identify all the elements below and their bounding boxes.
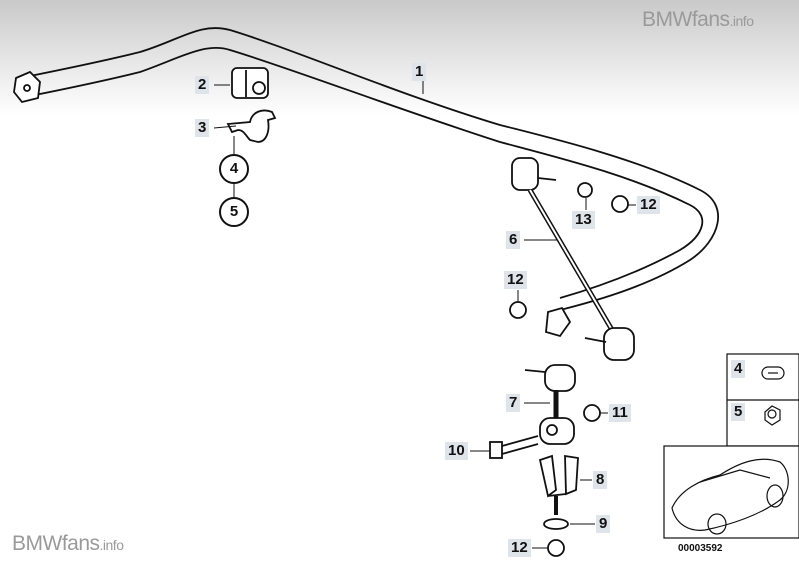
- washer: [577, 182, 593, 198]
- callout-5[interactable]: 5: [219, 197, 249, 227]
- bracket-clamp: [226, 109, 277, 143]
- hex-nut: [583, 404, 601, 422]
- callout-12[interactable]: 12: [637, 196, 660, 214]
- hex-nut: [611, 195, 629, 213]
- stabilizer-link-lower: [524, 364, 576, 445]
- watermark-suffix: .info: [729, 13, 754, 29]
- callout-10[interactable]: 10: [445, 442, 468, 460]
- callout-4[interactable]: 4: [219, 154, 249, 184]
- callout-3[interactable]: 3: [195, 119, 210, 137]
- callout-2[interactable]: 2: [195, 76, 210, 94]
- watermark-bottom: BMWfans.info: [12, 532, 124, 556]
- callout-1[interactable]: 1: [412, 63, 427, 81]
- hex-nut: [509, 301, 527, 319]
- callout-11[interactable]: 11: [609, 404, 631, 422]
- bracket: [538, 454, 579, 498]
- inset-panel: [663, 353, 799, 539]
- stabilizer-bar: [13, 27, 719, 338]
- watermark-brand: BMWfans: [12, 532, 100, 555]
- washer: [543, 518, 569, 530]
- callout-12[interactable]: 12: [504, 271, 527, 289]
- watermark-suffix: .info: [99, 537, 124, 553]
- diagram-number: 00003592: [678, 543, 723, 554]
- leader-lines: [213, 80, 636, 549]
- callout-13[interactable]: 13: [572, 211, 595, 229]
- rubber-mounting: [231, 67, 269, 99]
- callout-12[interactable]: 12: [508, 539, 531, 557]
- watermark-brand: BMWfans: [642, 8, 730, 31]
- callout-7[interactable]: 7: [506, 394, 521, 412]
- callout-6[interactable]: 6: [506, 231, 521, 249]
- inset-callout-4[interactable]: 4: [731, 360, 746, 378]
- inset-callout-5[interactable]: 5: [731, 403, 746, 421]
- stabilizer-link: [511, 157, 635, 361]
- hex-nut: [547, 539, 565, 557]
- callout-8[interactable]: 8: [593, 471, 608, 489]
- callout-9[interactable]: 9: [596, 515, 611, 533]
- watermark-top: BMWfans.info: [642, 8, 754, 32]
- hex-bolt: [489, 435, 539, 459]
